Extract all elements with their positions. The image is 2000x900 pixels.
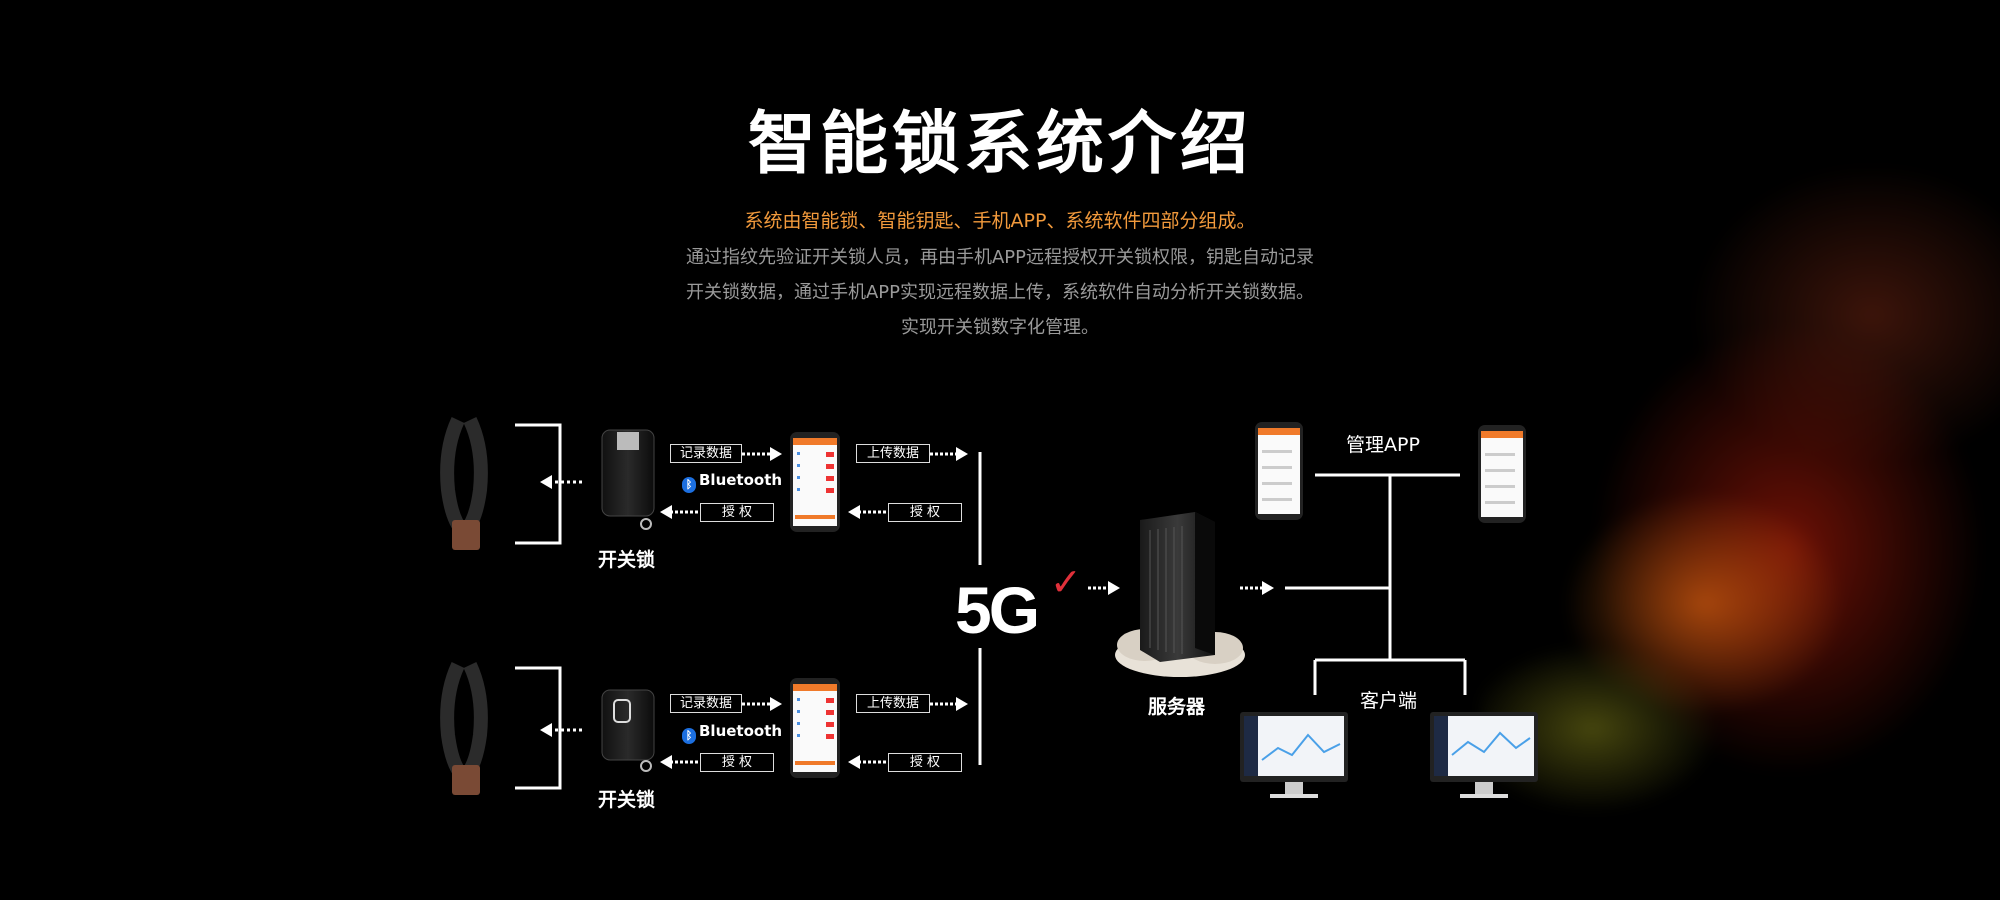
row1-auth2-label: 授 权	[888, 503, 962, 522]
distribution-tree	[1285, 473, 1467, 695]
row1-chain-lock-icon	[440, 417, 488, 550]
row1-lock-label: 开关锁	[598, 549, 656, 571]
subtitle: 系统由智能锁、智能钥匙、手机APP、系统软件四部分组成。	[744, 210, 1256, 232]
network-to-server-arrow	[1088, 581, 1120, 595]
row1-record-data-label: 记录数据	[670, 444, 742, 463]
row2-bluetooth-label: Bluetooth	[699, 722, 783, 740]
server-to-apps-arrow	[1240, 581, 1274, 595]
background-truck-glow	[1480, 120, 2000, 900]
row2-auth2-label: 授 权	[888, 753, 962, 772]
row1-bluetooth-label: Bluetooth	[699, 471, 783, 489]
row2-bracket	[515, 666, 582, 790]
description-line-1: 通过指纹先验证开关锁人员，再由手机APP远程授权开关锁权限，钥匙自动记录	[685, 247, 1315, 268]
row1-upload-label: 上传数据	[856, 444, 930, 463]
row2-upload-label: 上传数据	[856, 694, 930, 713]
row1-bracket	[515, 423, 582, 545]
server-icon	[1115, 512, 1245, 677]
row1-phone-icon	[790, 432, 840, 532]
diagram-canvas	[440, 417, 1538, 798]
row2-arrows	[660, 697, 968, 769]
row2-record-data-label: 记录数据	[670, 694, 742, 713]
row2-smart-key-icon	[601, 689, 655, 772]
row1-auth-label: 授 权	[700, 503, 774, 522]
row1-smart-key-icon	[601, 429, 655, 530]
manage-app-phone-right-icon	[1478, 425, 1526, 523]
description-line-3: 实现开关锁数字化管理。	[901, 317, 1099, 338]
bluetooth-icon: ᛒ	[682, 477, 696, 493]
description-line-2: 开关锁数据，通过手机APP实现远程数据上传，系统软件自动分析开关锁数据。	[685, 282, 1315, 303]
client-monitor-right-icon	[1430, 712, 1538, 798]
row2-auth-label: 授 权	[700, 753, 774, 772]
row2-phone-icon	[790, 678, 840, 778]
page-title: 智能锁系统介绍	[747, 105, 1252, 184]
row2-lock-label: 开关锁	[598, 789, 656, 811]
bluetooth-icon: ᛒ	[682, 728, 696, 744]
server-label: 服务器	[1148, 696, 1206, 718]
manage-app-label: 管理APP	[1346, 434, 1420, 456]
client-label: 客户端	[1360, 690, 1418, 712]
checkmark-icon: ✓	[1050, 560, 1082, 604]
row1-arrows	[660, 447, 968, 519]
row2-chain-lock-icon	[440, 662, 488, 795]
client-monitor-left-icon	[1240, 712, 1348, 798]
manage-app-phone-left-icon	[1255, 422, 1303, 520]
network-5g-label: 5G	[955, 573, 1040, 647]
